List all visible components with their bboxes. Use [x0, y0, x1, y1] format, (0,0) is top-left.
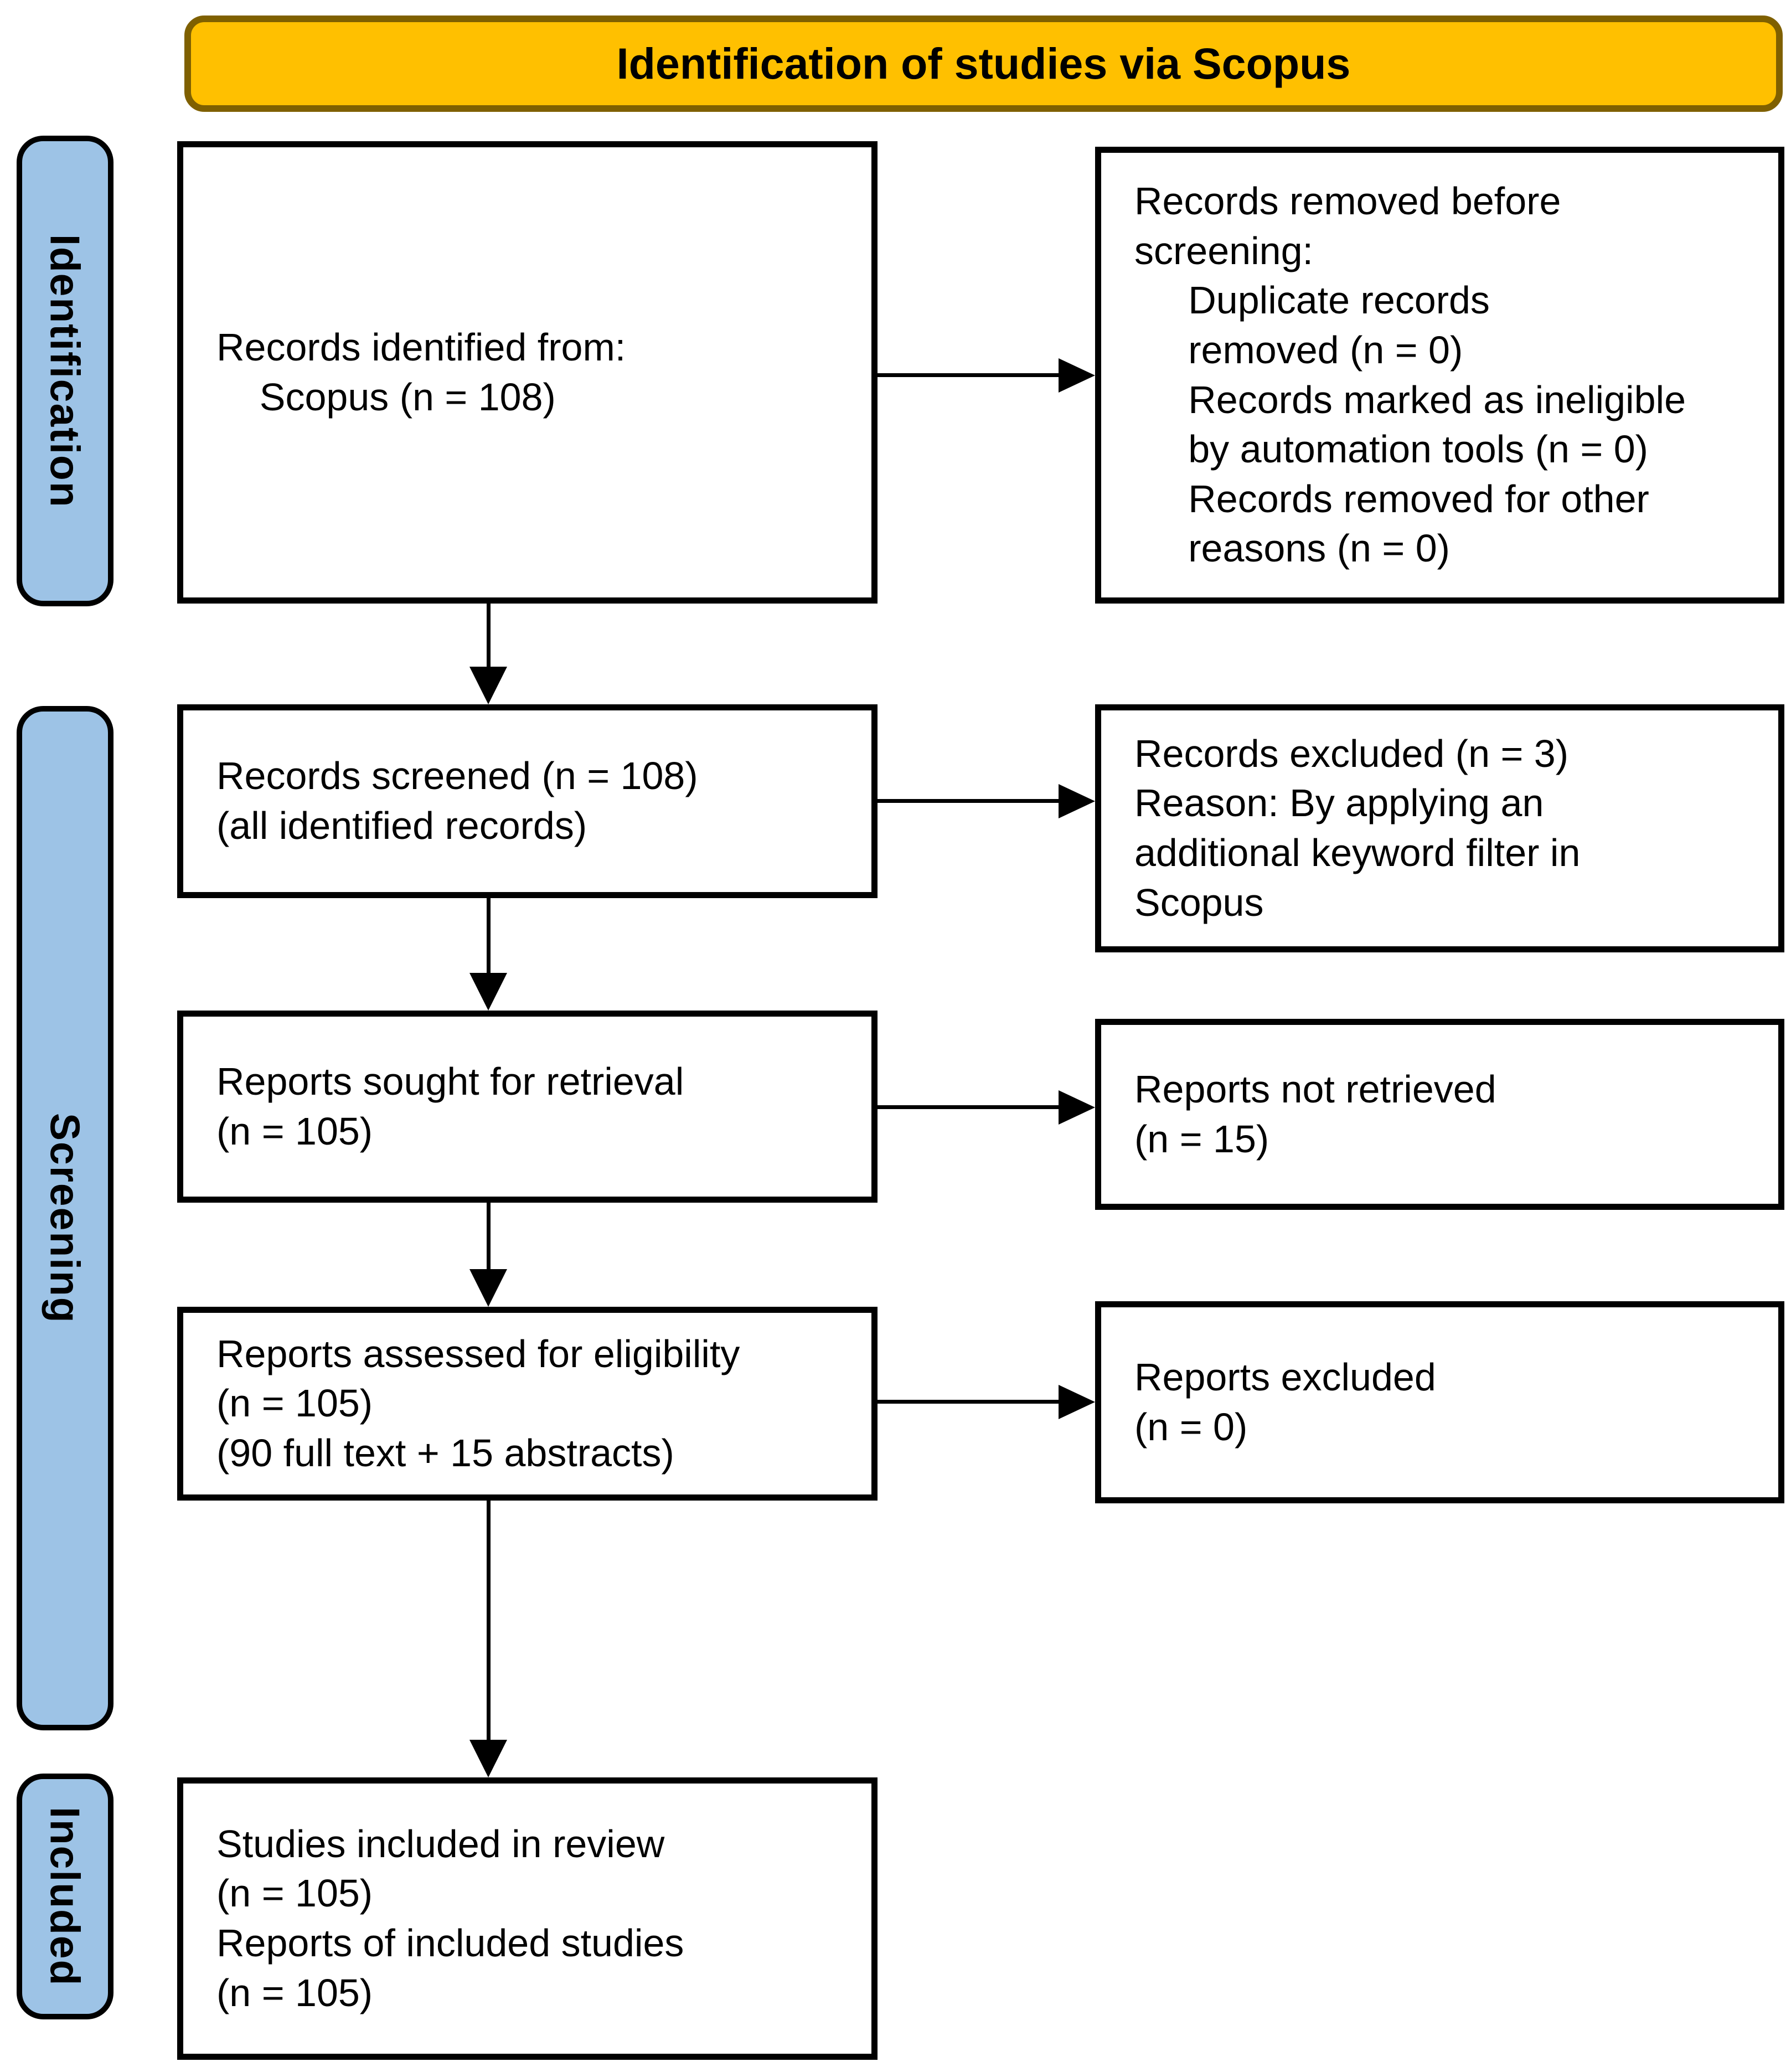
- box-records-screened: Records screened (n = 108) (all identifi…: [177, 704, 878, 898]
- arrow-down-2-head: [469, 973, 507, 1011]
- box-reports-assessed: Reports assessed for eligibility (n = 10…: [177, 1307, 878, 1501]
- arrow-down-3-head: [469, 1269, 507, 1307]
- arrow-down-1-shaft: [487, 604, 491, 670]
- stage-label-screening: Screening: [17, 706, 113, 1730]
- arrow-down-2-shaft: [487, 898, 491, 976]
- box-reports-sought: Reports sought for retrieval (n = 105): [177, 1011, 878, 1203]
- box-reports-not-retrieved-text: Reports not retrieved (n = 15): [1134, 1067, 1496, 1161]
- box-records-identified-text: Records identified from: Scopus (n = 108…: [216, 325, 626, 419]
- diagram-title-banner: Identification of studies via Scopus: [184, 16, 1783, 112]
- arrow-right-3-head: [1059, 1090, 1095, 1125]
- box-records-removed: Records removed before screening: Duplic…: [1095, 147, 1784, 604]
- arrow-right-1-head: [1059, 358, 1095, 393]
- box-studies-included: Studies included in review (n = 105) Rep…: [177, 1777, 878, 2060]
- arrow-right-4-shaft: [878, 1400, 1062, 1404]
- arrow-down-1-head: [469, 667, 507, 704]
- arrow-down-4-shaft: [487, 1501, 491, 1743]
- box-records-screened-text: Records screened (n = 108) (all identifi…: [216, 754, 698, 847]
- arrow-down-3-shaft: [487, 1203, 491, 1272]
- box-records-excluded-text: Records excluded (n = 3) Reason: By appl…: [1134, 731, 1581, 924]
- arrow-right-4-head: [1059, 1385, 1095, 1419]
- stage-label-identification: Identification: [17, 136, 113, 606]
- stage-label-identification-text: Identification: [42, 234, 89, 508]
- box-reports-sought-text: Reports sought for retrieval (n = 105): [216, 1059, 684, 1153]
- diagram-title: Identification of studies via Scopus: [616, 39, 1351, 88]
- box-records-identified: Records identified from: Scopus (n = 108…: [177, 141, 878, 604]
- arrow-right-1-shaft: [878, 373, 1062, 377]
- arrow-right-2-head: [1059, 784, 1095, 818]
- arrow-right-3-shaft: [878, 1105, 1062, 1109]
- stage-label-included-text: Included: [42, 1806, 89, 1987]
- box-records-removed-text: Records removed before screening: Duplic…: [1134, 179, 1686, 570]
- box-reports-excluded-text: Reports excluded (n = 0): [1134, 1355, 1436, 1449]
- box-reports-not-retrieved: Reports not retrieved (n = 15): [1095, 1019, 1784, 1210]
- box-reports-assessed-text: Reports assessed for eligibility (n = 10…: [216, 1332, 740, 1475]
- arrow-down-4-head: [469, 1740, 507, 1777]
- stage-label-included: Included: [17, 1774, 113, 2019]
- box-reports-excluded: Reports excluded (n = 0): [1095, 1301, 1784, 1503]
- box-studies-included-text: Studies included in review (n = 105) Rep…: [216, 1822, 684, 2014]
- stage-label-screening-text: Screening: [42, 1112, 89, 1324]
- box-records-excluded: Records excluded (n = 3) Reason: By appl…: [1095, 704, 1784, 952]
- arrow-right-2-shaft: [878, 799, 1062, 803]
